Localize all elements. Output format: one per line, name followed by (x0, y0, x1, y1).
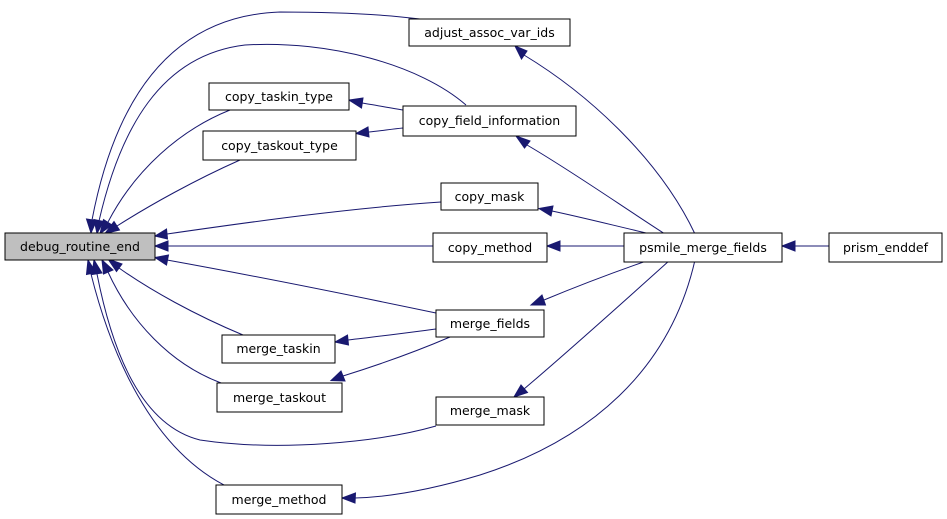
edge-copy-method-to-debug-routine-end (153, 240, 433, 252)
edge-merge-method-to-debug-routine-end (85, 258, 231, 489)
node-copy-taskin-type[interactable]: copy_taskin_type (208, 82, 350, 111)
node-merge-taskout[interactable]: merge_taskout (216, 382, 343, 413)
node-label: copy_taskout_type (221, 138, 338, 153)
edge-adjust-assoc-var-ids-to-debug-routine-end (85, 11, 421, 235)
node-label: debug_routine_end (20, 239, 140, 254)
edge-merge-taskout-to-debug-routine-end (101, 258, 225, 385)
edge-copy-taskout-type-to-debug-routine-end (103, 159, 241, 235)
node-merge-method[interactable]: merge_method (215, 484, 343, 515)
edge-psmile-merge-fields-to-copy-mask (537, 205, 656, 236)
edge-psmile-merge-fields-to-copy-field-information (514, 134, 666, 235)
node-label: copy_taskin_type (225, 89, 333, 104)
node-merge-mask[interactable]: merge_mask (435, 396, 545, 426)
node-prism-enddef[interactable]: prism_enddef (828, 232, 943, 263)
node-merge-taskin[interactable]: merge_taskin (221, 334, 336, 364)
node-label: merge_method (232, 492, 327, 507)
edge-psmile-merge-fields-to-adjust-assoc-var-ids (513, 45, 696, 235)
edge-psmile-merge-fields-to-merge-mask (512, 259, 671, 398)
node-label: merge_taskin (236, 341, 320, 356)
edge-copy-field-information-to-copy-taskout-type (354, 126, 404, 138)
edge-merge-fields-to-debug-routine-end (153, 254, 437, 314)
node-copy-field-information[interactable]: copy_field_information (402, 105, 577, 137)
node-debug-routine-end[interactable]: debug_routine_end (4, 232, 156, 261)
node-psmile-merge-fields[interactable]: psmile_merge_fields (623, 232, 783, 263)
node-adjust-assoc-var-ids[interactable]: adjust_assoc_var_ids (408, 18, 571, 47)
edge-psmile-merge-fields-to-merge-method (340, 259, 696, 504)
node-label: copy_method (448, 240, 532, 255)
edge-psmile-merge-fields-to-merge-fields (529, 257, 656, 306)
edge-copy-field-information-to-copy-taskin-type (347, 97, 404, 111)
node-label: copy_mask (455, 189, 525, 204)
node-label: merge_taskout (233, 390, 326, 405)
edge-merge-taskin-to-debug-routine-end (106, 258, 244, 336)
node-label: prism_enddef (843, 240, 929, 255)
node-label: merge_fields (450, 316, 530, 331)
edge-psmile-merge-fields-to-copy-method (545, 240, 624, 252)
edge-copy-field-information-to-debug-routine-end (93, 43, 467, 235)
node-label: adjust_assoc_var_ids (424, 25, 554, 40)
node-label: merge_mask (450, 403, 531, 418)
node-label: psmile_merge_fields (639, 240, 767, 255)
edge-merge-fields-to-merge-taskout (329, 336, 451, 382)
edge-prism-enddef-to-psmile-merge-fields (780, 240, 829, 252)
node-copy-mask[interactable]: copy_mask (440, 182, 539, 211)
node-merge-fields[interactable]: merge_fields (435, 309, 545, 338)
edge-merge-fields-to-merge-taskin (333, 328, 437, 346)
edge-copy-mask-to-debug-routine-end (153, 201, 442, 240)
edge-copy-taskin-type-to-debug-routine-end (99, 109, 231, 235)
node-copy-taskout-type[interactable]: copy_taskout_type (202, 130, 357, 161)
node-label: copy_field_information (419, 113, 560, 128)
node-copy-method[interactable]: copy_method (432, 232, 548, 263)
